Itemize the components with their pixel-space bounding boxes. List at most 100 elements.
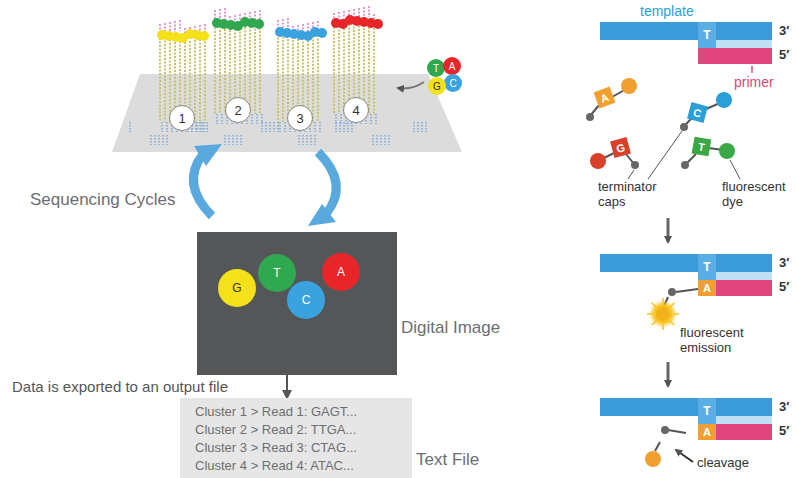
dye-ball: [199, 31, 209, 41]
strand: [214, 24, 216, 114]
strand-fragment: [161, 122, 163, 132]
base-box: A: [698, 280, 716, 296]
strand-fragment: [265, 122, 267, 132]
node-text: T: [698, 254, 716, 280]
node-text: 3: [288, 106, 312, 130]
strand-fragment: [413, 122, 415, 132]
strand-tip: [224, 8, 226, 19]
strand: [259, 24, 261, 114]
strand-fragment: [302, 135, 304, 145]
text-label: Sequencing Cycles: [30, 190, 176, 210]
node-text: A: [594, 87, 616, 109]
node-text: A: [698, 280, 716, 296]
text-label: cleavage: [697, 456, 749, 471]
panel-heading: Text File: [416, 450, 479, 470]
panel-heading: Digital Image: [401, 318, 500, 338]
node-text: T: [698, 22, 716, 48]
base-box: A: [594, 87, 616, 109]
text-label: 3′: [779, 24, 789, 39]
emission-ray: [670, 303, 674, 307]
base-box: T: [698, 398, 716, 424]
strand: [254, 25, 256, 114]
strand: [368, 20, 370, 114]
strand-tip: [287, 18, 289, 29]
strand-fragment: [224, 135, 226, 145]
strand-fragment: [284, 122, 286, 132]
cycle-arrows: [193, 152, 336, 216]
strand: [249, 26, 251, 114]
node-text: T: [698, 398, 716, 424]
text-label: 3′: [779, 400, 789, 415]
base-box: T: [698, 254, 716, 280]
text-label: 5′: [779, 280, 789, 295]
strand-fragment: [277, 122, 279, 132]
emission-ray: [670, 321, 674, 325]
node-text: 1: [170, 106, 194, 130]
stage-two: [600, 254, 772, 330]
node-text: C: [287, 281, 325, 319]
strand-fragment: [240, 135, 242, 145]
strand: [194, 40, 196, 122]
strand: [343, 25, 345, 114]
strand: [333, 27, 335, 114]
text-label: fluorescent dye: [722, 180, 794, 210]
strand: [159, 38, 161, 122]
text-label: Data is exported to an output file: [12, 378, 228, 395]
strand-fragment: [421, 122, 423, 132]
strand-fragment: [206, 122, 208, 132]
strand-fragment: [319, 122, 321, 132]
strand-tip: [174, 21, 176, 32]
strand: [287, 32, 289, 122]
flow-connector: [286, 375, 288, 398]
emission-ray: [673, 313, 679, 315]
flow-arrow: [398, 82, 424, 88]
strand-fragment: [279, 122, 281, 132]
node-text: 2: [226, 98, 250, 122]
strand-fragment: [251, 114, 253, 124]
node-text: G: [218, 269, 256, 307]
step-arrow: [667, 362, 670, 386]
strand-fragment: [425, 122, 427, 132]
dye-ball: [317, 28, 327, 38]
strand-fragment: [228, 135, 230, 145]
strand-fragment: [306, 135, 308, 145]
text-file-box: Cluster 1 > Read 1: GAGT...Cluster 2 > R…: [180, 398, 412, 478]
strand-fragment: [201, 122, 203, 132]
strand-fragment: [236, 135, 238, 145]
strand-fragment: [314, 135, 316, 145]
strand: [312, 36, 314, 122]
strand: [164, 37, 166, 122]
strand-fragment: [370, 114, 372, 124]
dot-node: 3: [287, 105, 313, 131]
strand-tip: [179, 20, 181, 31]
strand-fragment: [388, 135, 390, 145]
strand: [224, 22, 226, 114]
strand-fragment: [216, 114, 218, 124]
strand-fragment: [195, 122, 197, 132]
strand: [282, 33, 284, 122]
strand: [199, 39, 201, 122]
strand: [338, 26, 340, 114]
strand-fragment: [154, 135, 156, 145]
strand: [204, 38, 206, 122]
strand-fragment: [269, 122, 271, 132]
node-text: T: [692, 137, 712, 157]
dot-node: C: [287, 281, 325, 319]
dot-node: T: [258, 254, 296, 292]
strand-fragment: [343, 122, 345, 132]
strand-fragment: [347, 122, 349, 132]
base-box: T: [692, 137, 712, 157]
strand-fragment: [221, 114, 223, 124]
strand-fragment: [162, 135, 164, 145]
dot-node: A: [322, 253, 360, 291]
base-box: T: [698, 22, 716, 48]
strand-fragment: [166, 122, 168, 132]
emission-ray: [662, 298, 664, 304]
strand-fragment: [256, 114, 258, 124]
strand-fragment: [199, 122, 201, 132]
text-label: 3′: [779, 256, 789, 271]
dye-ball: [254, 19, 264, 29]
node-text: G: [428, 77, 446, 95]
strand: [317, 35, 319, 122]
emission-ray: [647, 313, 653, 315]
